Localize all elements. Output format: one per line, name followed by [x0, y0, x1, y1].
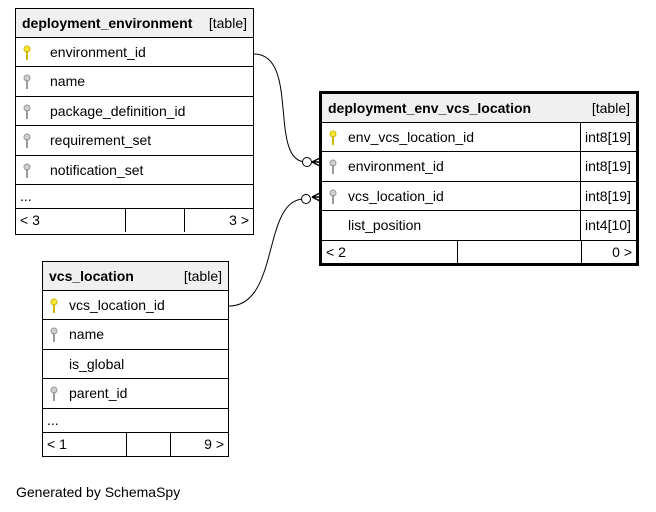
column-name: notification_set [50, 161, 144, 178]
column-row[interactable]: parent_id [43, 379, 228, 409]
column-name: package_definition_id [50, 102, 186, 119]
index-key-icon [22, 163, 34, 179]
primary-key-icon [328, 130, 340, 146]
more-columns: ... [16, 185, 253, 209]
table-name[interactable]: vcs_location [49, 268, 134, 284]
index-key-icon [22, 74, 34, 90]
table-footer: < 3 3 > [16, 208, 253, 232]
children-count: 3 > [229, 211, 249, 228]
index-key-icon [49, 386, 61, 402]
table-kind: [table] [591, 100, 630, 116]
column-row[interactable]: package_definition_id [16, 97, 253, 127]
parents-count: < 2 [326, 243, 346, 260]
index-key-icon [328, 189, 340, 205]
more-columns-label: ... [20, 187, 32, 204]
table-deployment-env-vcs-location[interactable]: deployment_env_vcs_location [table] env_… [319, 91, 639, 266]
index-key-icon [49, 327, 61, 343]
column-type: int8[19] [580, 152, 636, 181]
column-row[interactable]: name [16, 67, 253, 97]
column-name: parent_id [69, 385, 128, 402]
footer-spacer [126, 208, 185, 232]
column-name: name [69, 326, 105, 343]
footer-spacer [458, 240, 582, 264]
table-header: deployment_environment [table] [16, 9, 253, 38]
parents-count: < 1 [47, 435, 67, 452]
children-count: 0 > [612, 243, 632, 260]
table-name[interactable]: deployment_env_vcs_location [328, 100, 532, 116]
children-link[interactable]: 3 > [185, 209, 253, 232]
column-row[interactable]: requirement_set [16, 126, 253, 156]
more-columns: ... [43, 409, 228, 433]
parents-link[interactable]: < 2 [322, 240, 458, 264]
more-columns-label: ... [47, 411, 59, 428]
parents-link[interactable]: < 3 [16, 208, 126, 232]
column-name: env_vcs_location_id [348, 129, 475, 145]
table-kind: [table] [208, 15, 247, 31]
table-footer: < 1 9 > [43, 432, 228, 456]
primary-key-icon [49, 298, 61, 314]
index-key-icon [22, 133, 34, 149]
column-name: environment_id [348, 158, 444, 175]
column-name: vcs_location_id [348, 187, 444, 204]
table-vcs-location[interactable]: vcs_location [table] vcs_location_id nam… [42, 261, 229, 457]
table-deployment-environment[interactable]: deployment_environment [table] environme… [15, 8, 254, 235]
parents-link[interactable]: < 1 [43, 432, 127, 456]
relationship-environment-id [253, 53, 307, 163]
parents-count: < 3 [20, 211, 40, 228]
index-key-icon [22, 104, 34, 120]
column-type: int8[19] [580, 181, 636, 211]
children-count: 9 > [204, 435, 224, 452]
column-name: environment_id [50, 44, 146, 60]
table-footer: < 2 0 > [322, 240, 636, 264]
relationship-environment-id-marker [302, 157, 312, 167]
column-name: vcs_location_id [69, 297, 165, 313]
column-name: name [50, 73, 86, 90]
column-row[interactable]: vcs_location_id int8[19] [322, 181, 636, 212]
column-row[interactable]: notification_set [16, 156, 253, 185]
table-name[interactable]: deployment_environment [22, 15, 193, 31]
column-row[interactable]: environment_id int8[19] [322, 152, 636, 182]
index-key-icon [328, 159, 340, 175]
table-header: deployment_env_vcs_location [table] [322, 94, 636, 123]
column-type: int8[19] [580, 123, 636, 152]
column-name: list_position [348, 217, 422, 234]
column-row[interactable]: vcs_location_id [43, 291, 228, 321]
children-link[interactable]: 0 > [582, 241, 636, 264]
generated-by-credit: Generated by SchemaSpy [16, 484, 181, 500]
children-link[interactable]: 9 > [171, 433, 228, 456]
table-kind: [table] [183, 268, 222, 284]
column-row[interactable]: environment_id [16, 38, 253, 68]
column-row[interactable]: env_vcs_location_id int8[19] [322, 123, 636, 153]
primary-key-icon [22, 45, 34, 61]
footer-spacer [127, 432, 171, 456]
column-name: requirement_set [50, 132, 152, 149]
column-row[interactable]: is_global [43, 350, 228, 380]
column-row[interactable]: name [43, 320, 228, 350]
relationship-vcs-location-id-marker [301, 194, 311, 204]
column-row[interactable]: list_position int4[10] [322, 211, 636, 241]
column-name: is_global [69, 355, 125, 372]
column-type: int4[10] [580, 211, 636, 240]
table-header: vcs_location [table] [43, 262, 228, 291]
relationship-vcs-location-id [228, 198, 305, 307]
